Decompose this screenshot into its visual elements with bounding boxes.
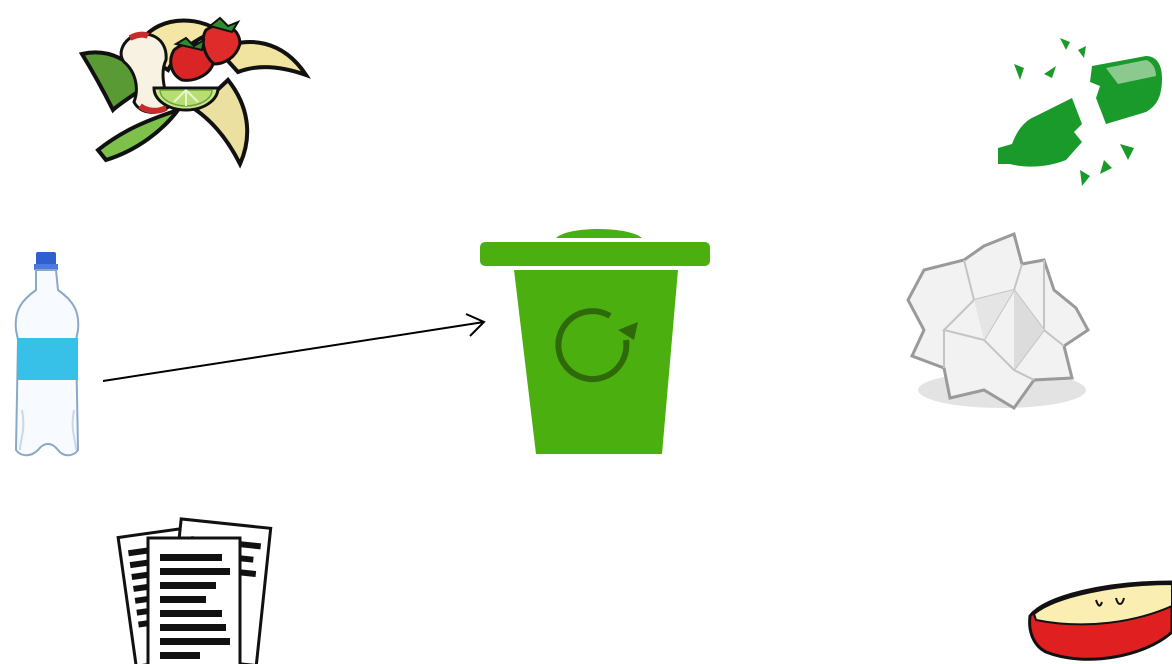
food-scraps-item[interactable] [78, 10, 310, 168]
food-scraps-icon [78, 10, 310, 168]
recycle-bin-icon [478, 224, 712, 456]
apple-slice-icon [1026, 576, 1172, 664]
broken-glass-bottle-icon [996, 28, 1168, 196]
broken-glass-item[interactable] [996, 28, 1168, 196]
crumpled-paper-item[interactable] [904, 230, 1094, 414]
paper-documents-icon [116, 510, 272, 664]
apple-slice-item[interactable] [1026, 576, 1172, 664]
crumpled-paper-icon [904, 230, 1094, 414]
plastic-bottle-item[interactable] [6, 250, 90, 462]
recycle-bin-target[interactable] [478, 224, 712, 456]
paper-documents-item[interactable] [116, 510, 272, 664]
plastic-bottle-icon [6, 250, 90, 462]
